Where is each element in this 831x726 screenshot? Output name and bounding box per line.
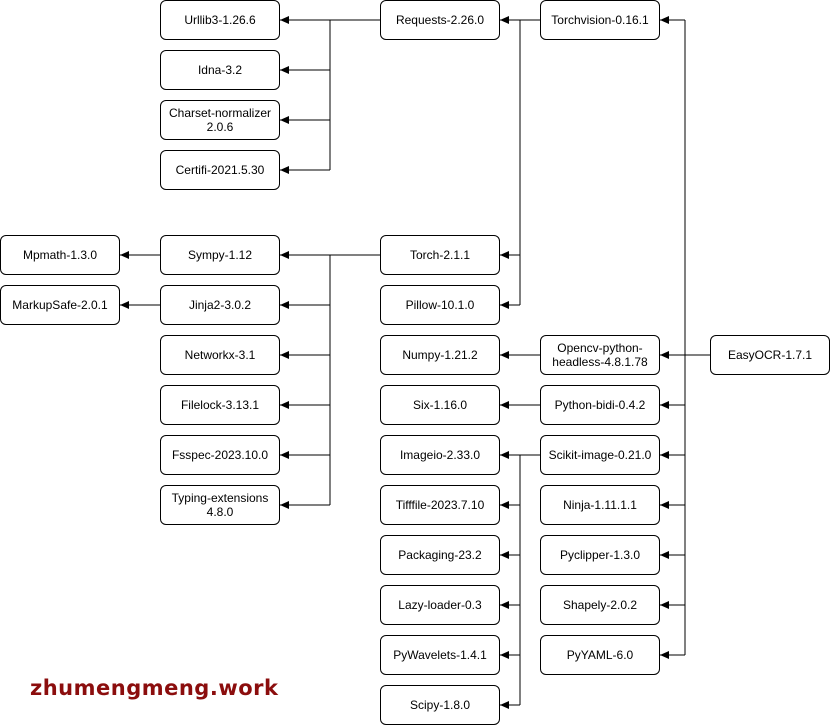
networkx-node: Networkx-3.1	[160, 335, 280, 375]
sympy-node: Sympy-1.12	[160, 235, 280, 275]
pyclipper-node: Pyclipper-1.3.0	[540, 535, 660, 575]
lazy-loader-node: Lazy-loader-0.3	[380, 585, 500, 625]
packaging-node: Packaging-23.2	[380, 535, 500, 575]
ninja-node: Ninja-1.11.1.1	[540, 485, 660, 525]
python-bidi-node: Python-bidi-0.4.2	[540, 385, 660, 425]
certifi-node: Certifi-2021.5.30	[160, 150, 280, 190]
arrowhead-25	[120, 251, 129, 259]
arrowhead-13	[280, 251, 289, 259]
arrowhead-52	[500, 701, 509, 709]
scikit-image-node: Scikit-image-0.21.0	[540, 435, 660, 475]
arrowhead-58	[660, 351, 669, 359]
opencv-node: Opencv-python- headless-4.8.1.78	[540, 335, 660, 375]
mpmath-node: Mpmath-1.3.0	[0, 235, 120, 275]
pyyaml-node: PyYAML-6.0	[540, 635, 660, 675]
tifffile-node: Tifffile-2023.7.10	[380, 485, 500, 525]
scipy-node: Scipy-1.8.0	[380, 685, 500, 725]
fsspec-node: Fsspec-2023.10.0	[160, 435, 280, 475]
arrowhead-48	[500, 601, 509, 609]
torchvision-node: Torchvision-0.16.1	[540, 0, 660, 40]
arrowhead-42	[500, 451, 509, 459]
pywavelets-node: PyWavelets-1.4.1	[380, 635, 500, 675]
six-node: Six-1.16.0	[380, 385, 500, 425]
arrowhead-7	[280, 116, 289, 124]
imageio-node: Imageio-2.33.0	[380, 435, 500, 475]
arrowhead-17	[280, 351, 289, 359]
watermark-text: zhumengmeng.work	[30, 676, 279, 700]
arrowhead-38	[500, 401, 509, 409]
shapely-node: Shapely-2.0.2	[540, 585, 660, 625]
urllib3-node: Urllib3-1.26.6	[160, 0, 280, 40]
arrowhead-5	[280, 66, 289, 74]
easyocr-node: EasyOCR-1.7.1	[710, 335, 830, 375]
charset-normalizer-node: Charset-normalizer 2.0.6	[160, 100, 280, 140]
markupsafe-node: MarkupSafe-2.0.1	[0, 285, 120, 325]
arrowhead-64	[660, 501, 669, 509]
arrowhead-15	[280, 301, 289, 309]
filelock-node: Filelock-3.13.1	[160, 385, 280, 425]
pillow-node: Pillow-10.1.0	[380, 285, 500, 325]
arrowhead-9	[280, 166, 289, 174]
arrowhead-68	[660, 601, 669, 609]
arrowhead-44	[500, 501, 509, 509]
arrowhead-29	[500, 16, 509, 24]
jinja2-node: Jinja2-3.0.2	[160, 285, 280, 325]
arrowhead-50	[500, 651, 509, 659]
arrowhead-60	[660, 401, 669, 409]
arrowhead-66	[660, 551, 669, 559]
arrowhead-62	[660, 451, 669, 459]
arrowhead-32	[500, 251, 509, 259]
arrowhead-36	[500, 351, 509, 359]
torch-node: Torch-2.1.1	[380, 235, 500, 275]
arrowhead-21	[280, 451, 289, 459]
arrowhead-70	[660, 651, 669, 659]
arrowhead-27	[120, 301, 129, 309]
arrowhead-23	[280, 501, 289, 509]
arrowhead-3	[280, 16, 289, 24]
typing-extensions-node: Typing-extensions 4.8.0	[160, 485, 280, 525]
requests-node: Requests-2.26.0	[380, 0, 500, 40]
idna-node: Idna-3.2	[160, 50, 280, 90]
arrowhead-34	[500, 301, 509, 309]
arrowhead-46	[500, 551, 509, 559]
arrowhead-19	[280, 401, 289, 409]
arrowhead-56	[660, 16, 669, 24]
numpy-node: Numpy-1.21.2	[380, 335, 500, 375]
